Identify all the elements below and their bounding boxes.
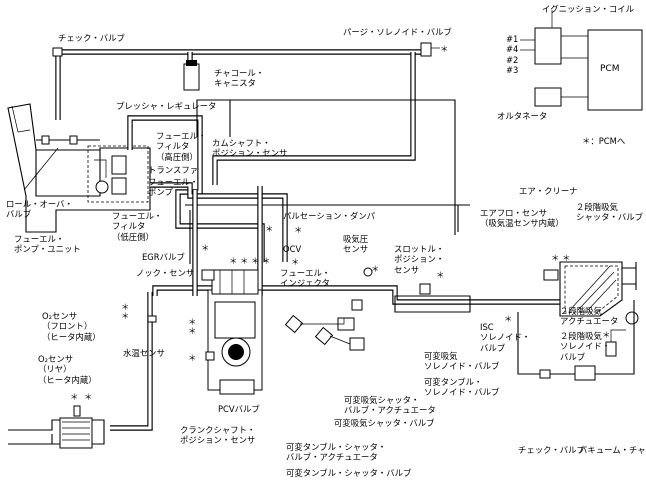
check-valve-bottom-symbol — [539, 369, 551, 379]
purge-valve-symbol — [420, 42, 432, 57]
label-coil-2-3: #2 #3 — [506, 55, 519, 76]
pcm-marker: ＊ — [84, 392, 93, 402]
pcm-marker: ＊ — [188, 353, 197, 363]
pcm-box — [587, 29, 643, 111]
label-var-tumble-actuator: 可変タンブル・シャッタ・ バルブ・アクチュエータ — [286, 442, 387, 463]
label-pcv-valve: PCVバルブ — [218, 404, 260, 414]
pcm-marker: ＊ — [70, 392, 79, 402]
pcm-marker: ＊ — [436, 270, 445, 280]
label-air-cleaner: エア・クリーナ — [519, 186, 578, 196]
label-pressure-regulator: プレッシャ・レギュレータ — [116, 101, 217, 111]
label-alternator: オルタネータ — [497, 111, 548, 121]
intake-pressure-sensor-symbol — [363, 267, 373, 277]
label-knock-sensor: ノック・センサ — [136, 268, 195, 278]
label-coolant-sensor: 水温センサ — [123, 348, 165, 358]
o2-front-sensor-symbol — [147, 315, 157, 323]
alternator-symbol — [534, 87, 562, 107]
airflow-sensor-symbol — [543, 269, 559, 281]
label-transfer: トランスファ — [148, 165, 199, 175]
label-fuel-pump: フューエル・ ポンプ — [148, 177, 199, 198]
label-var-tumble-valve: 可変タンブル・シャッタ・バルブ — [286, 468, 412, 478]
pcm-marker: ＊ — [291, 257, 300, 267]
label-o2-front: O₂センサ （フロント） （ヒータ内蔵） — [42, 311, 101, 342]
label-pulsation-damper: パルセーション・ダンパ — [283, 211, 375, 221]
label-purge-solenoid-valve: パージ・ソレノイド・バルブ — [343, 27, 452, 37]
label-intake-pressure-sensor: 吸気圧 センサ — [343, 234, 369, 255]
label-charcoal-canister: チャコール・ キャニスタ — [214, 68, 265, 89]
charcoal-canister-cap — [186, 60, 197, 66]
label-o2-rear: O₂センサ （リヤ） （ヒータ内蔵） — [38, 354, 97, 385]
pcm-marker: ＊ — [602, 330, 611, 340]
label-var-shutter-actuator: 可変吸気シャッタ・ バルブ・アクチュエータ — [344, 395, 436, 416]
label-two-stage-actuator: ２段階吸気 アクチュエータ — [560, 306, 619, 327]
label-vacuum-chamber: バキューム・チャンバ — [579, 445, 646, 455]
label-fuel-pump-unit: フューエル・ ポンプ・ユニット — [14, 234, 81, 255]
label-crankshaft-sensor: クランクシャフト・ ポジション・センサ — [180, 425, 256, 446]
label-var-tumble-solenoid: 可変タンブル・ ソレノイド・バルブ — [424, 377, 500, 398]
pcm-marker: ＊ — [251, 256, 260, 266]
label-throttle-sensor: スロットル・ ポジション・ センサ — [394, 244, 445, 275]
pcm-marker: ＊ — [562, 253, 571, 263]
label-ocv: OCV — [283, 244, 302, 254]
intake-duct — [152, 186, 639, 325]
pcm-marker: ＊ — [551, 253, 560, 263]
label-coil-1-4: #1 #4 — [506, 34, 519, 55]
pcm-marker: ＊ — [504, 314, 513, 324]
ignition-coil-symbol — [534, 27, 562, 65]
pcm-marker: ＊ — [121, 302, 130, 312]
label-fuel-filter-low: フューエル・ フィルタ （低圧側） — [112, 211, 163, 242]
pcm-marker: ＊ — [188, 326, 197, 336]
pcm-marker: ＊ — [229, 256, 238, 266]
label-egr-valve: EGRバルブ — [142, 252, 185, 262]
vacuum-chamber-symbol — [574, 365, 596, 381]
pcm-marker: ＊ — [265, 224, 274, 234]
label-camshaft-sensor: カムシャフト・ ポジション・センサ — [212, 138, 288, 159]
pcm-marker: ＊ — [294, 225, 303, 235]
pcm-marker: ＊ — [121, 311, 130, 321]
engine-block — [207, 269, 263, 395]
pcm-marker: ＊ — [262, 256, 271, 266]
label-check-valve-bottom: チェック・バルブ — [518, 445, 585, 455]
label-var-intake-solenoid: 可変吸気 ソレノイド・バルブ — [424, 351, 500, 372]
variable-intake-parts — [284, 283, 431, 351]
check-valve-top-symbol — [52, 47, 63, 57]
pcm-marker: ＊ — [240, 256, 249, 266]
label-var-shutter-valve: 可変吸気シャッタ・バルブ — [334, 418, 435, 428]
pcm-marker: ＊ — [188, 317, 197, 327]
pcm-marker: ＊ — [371, 264, 380, 274]
label-check-valve-top: チェック・バルブ — [58, 33, 125, 43]
label-two-stage-solenoid: ２段階吸気 ソレノイド・ バルブ — [560, 331, 611, 362]
label-ignition-coil: イグニッション・コイル — [542, 4, 634, 14]
label-two-stage-shutter-valve: ２段階吸気 シャッタ・バルブ — [576, 202, 643, 223]
exhaust-system — [8, 292, 153, 449]
label-to-pcm-note: ＊：PCMへ — [582, 136, 626, 146]
knock-sensor-symbol — [201, 269, 215, 281]
coolant-sensor-symbol — [205, 351, 215, 361]
label-rollover-valve: ロール・オーバ・ バルブ — [6, 199, 73, 220]
charcoal-canister-symbol — [183, 63, 200, 91]
label-isc-valve: ISC ソレノイド・ バルブ — [480, 322, 531, 353]
label-fuel-filter-high: フューエル・ フィルタ （高圧側） — [156, 131, 207, 162]
label-pcm: PCM — [600, 64, 620, 74]
label-fuel-injector: フューエル・ インジェクタ — [280, 268, 331, 289]
pcm-marker: ＊ — [440, 44, 449, 54]
fuel-tank — [7, 103, 151, 233]
pcm-marker: ＊ — [201, 243, 210, 253]
label-airflow-sensor: エアフロ・センサ （吸気温センサ内蔵） — [480, 208, 564, 229]
